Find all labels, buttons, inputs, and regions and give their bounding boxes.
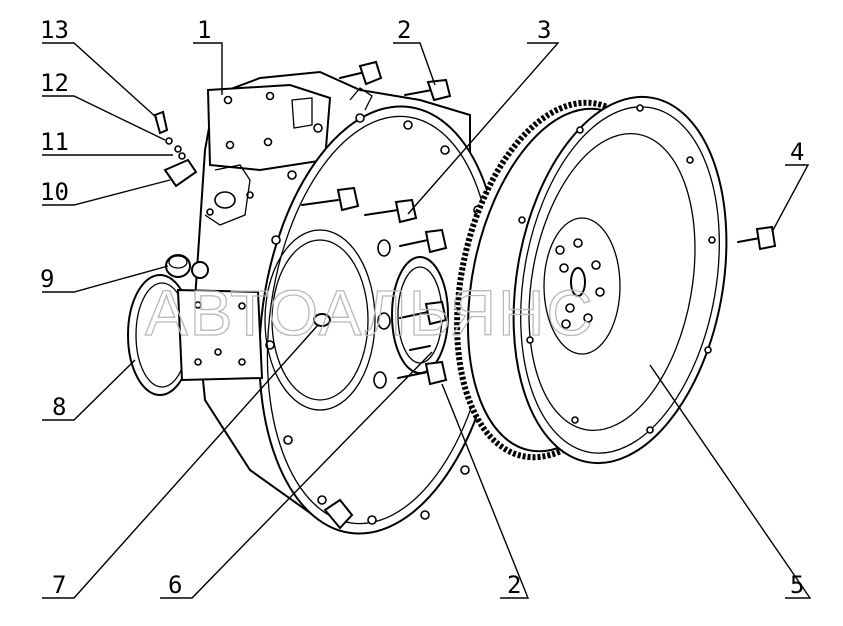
callout-1: 1 (197, 16, 211, 44)
callout-8: 8 (52, 393, 66, 421)
callout-leaders (42, 42, 812, 599)
inspection-cover (127, 274, 264, 396)
callout-9: 9 (40, 265, 54, 293)
callout-2-top: 2 (397, 16, 411, 44)
callout-5: 5 (790, 571, 804, 599)
plug (165, 254, 209, 279)
watermark: АВТОАЛЬЯНС (145, 277, 595, 349)
callout-7: 7 (52, 571, 66, 599)
callout-3: 3 (537, 16, 551, 44)
callout-labels: 13 12 11 10 9 8 7 6 1 2 3 4 5 2 (40, 16, 804, 599)
callout-6: 6 (168, 571, 182, 599)
callout-12: 12 (40, 69, 69, 97)
dowel-pin (313, 313, 331, 327)
flywheel-housing (193, 70, 502, 535)
callout-13: 13 (40, 16, 69, 44)
callout-4: 4 (790, 138, 804, 166)
callout-2-bottom: 2 (507, 571, 521, 599)
callout-11: 11 (40, 128, 69, 156)
sensor-parts (153, 110, 198, 188)
callout-10: 10 (40, 178, 69, 206)
flywheel (454, 95, 728, 465)
bolts (301, 60, 777, 386)
